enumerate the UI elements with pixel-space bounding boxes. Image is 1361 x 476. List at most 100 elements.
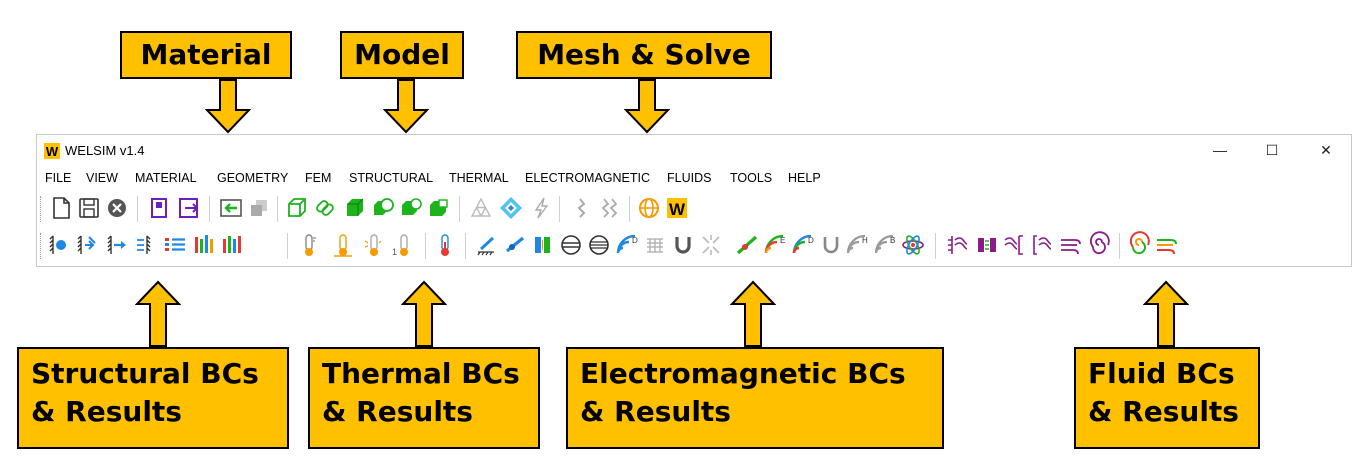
em-wave-d-icon[interactable]: D — [613, 231, 641, 259]
em-winding-icon[interactable] — [585, 231, 613, 259]
cube-circle-icon[interactable] — [369, 194, 397, 222]
minimize-button[interactable]: — — [1213, 142, 1227, 158]
pressure-icon[interactable] — [131, 231, 159, 259]
menu-structural[interactable]: STRUCTURAL — [349, 171, 434, 185]
svg-text:B: B — [890, 236, 895, 245]
toolbar-separator — [629, 196, 630, 222]
em-atom-icon[interactable] — [899, 231, 927, 259]
toolbar-grip[interactable] — [40, 233, 42, 259]
maximize-button[interactable]: ☐ — [1265, 141, 1279, 158]
thermometer-heat-flux-icon[interactable] — [329, 231, 357, 259]
em-field-result-icon[interactable] — [733, 231, 761, 259]
box-icon[interactable] — [283, 194, 311, 222]
import-geometry-icon[interactable] — [217, 194, 245, 222]
toolbar-grip[interactable] — [40, 196, 42, 222]
menu-geometry[interactable]: GEOMETRY — [217, 171, 289, 185]
em-capacitor-icon[interactable] — [529, 231, 557, 259]
callout-material-label: Material — [140, 38, 272, 71]
callout-fluid-line2: & Results — [1088, 395, 1239, 428]
menu-electromagnetic[interactable]: ELECTROMAGNETIC — [525, 171, 651, 185]
arrow-down-mesh — [624, 79, 670, 134]
force-icon[interactable] — [103, 231, 131, 259]
svg-text:E: E — [780, 236, 785, 245]
callout-mesh-solve-label: Mesh & Solve — [537, 38, 751, 71]
em-magnet-result-icon[interactable] — [817, 231, 845, 259]
solve-diamond-icon[interactable] — [497, 194, 525, 222]
thermometer-result-icon[interactable] — [431, 231, 459, 259]
menu-thermal[interactable]: THERMAL — [449, 171, 509, 185]
em-wave-d-result-icon[interactable]: D — [789, 231, 817, 259]
displacement-icon[interactable] — [73, 231, 101, 259]
em-wave-e-icon[interactable]: E — [761, 231, 789, 259]
fluid-wall-icon[interactable] — [973, 231, 1001, 259]
toolbar-separator — [935, 233, 936, 259]
globe-icon[interactable] — [635, 194, 663, 222]
link-icon[interactable] — [311, 194, 339, 222]
new-file-icon[interactable] — [47, 194, 75, 222]
result-list-icon[interactable] — [161, 231, 189, 259]
export-icon[interactable] — [175, 194, 203, 222]
svg-text:W: W — [669, 200, 686, 219]
callout-thermal-line2: & Results — [322, 395, 473, 428]
toolbar-separator — [459, 196, 460, 222]
title-bar: W WELSIM v1.4 — ☐ ✕ — [37, 135, 1351, 165]
thermometer-convection-icon[interactable] — [359, 231, 387, 259]
arrow-up-thermal — [401, 280, 447, 347]
fluid-vortex-icon[interactable] — [1085, 231, 1113, 259]
menu-fem[interactable]: FEM — [305, 171, 332, 185]
copy-geometry-icon[interactable] — [245, 194, 273, 222]
em-potential-icon[interactable] — [501, 231, 529, 259]
menu-view[interactable]: VIEW — [86, 171, 118, 185]
welsim-logo-icon[interactable]: W — [663, 194, 691, 222]
fluid-outlet-icon[interactable] — [1001, 231, 1029, 259]
fluid-vortex-result-icon[interactable] — [1125, 231, 1153, 259]
cube-fill-icon[interactable] — [425, 194, 453, 222]
physics-toolbar: 1 D E D H B — [37, 227, 1351, 263]
fluid-inlet-icon[interactable] — [943, 231, 971, 259]
em-magnet-icon[interactable] — [669, 231, 697, 259]
callout-electromagnetic: Electromagnetic BCs & Results — [566, 347, 944, 449]
toolbar-separator — [465, 233, 466, 259]
close-circle-icon[interactable] — [103, 194, 131, 222]
fluid-symmetry-icon[interactable] — [1029, 231, 1057, 259]
app-logo-icon: W — [44, 143, 60, 159]
toolbar-separator — [137, 196, 138, 222]
callout-fluid: Fluid BCs & Results — [1074, 347, 1260, 449]
callout-thermal-line1: Thermal BCs — [322, 357, 520, 390]
thermometer-radiation-icon[interactable]: 1 — [389, 231, 417, 259]
menu-material[interactable]: MATERIAL — [135, 171, 197, 185]
callout-material: Material — [120, 31, 292, 79]
em-ground-icon[interactable] — [473, 231, 501, 259]
fluid-stream-result-icon[interactable] — [1153, 231, 1181, 259]
em-spark-icon[interactable] — [697, 231, 725, 259]
material-book-icon[interactable] — [145, 194, 173, 222]
arrow-up-fluid — [1143, 280, 1189, 347]
menu-file[interactable]: FILE — [45, 171, 72, 185]
thermometer-temperature-icon[interactable] — [295, 231, 323, 259]
save-icon[interactable] — [75, 194, 103, 222]
em-wave-b-icon[interactable]: B — [871, 231, 899, 259]
main-toolbar: W — [37, 190, 1351, 226]
callout-model-label: Model — [354, 38, 450, 71]
em-wave-h-icon[interactable]: H — [843, 231, 871, 259]
fixed-support-icon[interactable] — [45, 231, 73, 259]
callout-structural: Structural BCs & Results — [17, 347, 289, 449]
em-coil-icon[interactable] — [557, 231, 585, 259]
menu-help[interactable]: HELP — [788, 171, 821, 185]
cube-cut-icon[interactable] — [397, 194, 425, 222]
callout-structural-line1: Structural BCs — [31, 357, 259, 390]
em-heater-icon[interactable] — [641, 231, 669, 259]
svg-text:H: H — [862, 236, 868, 245]
bolt-icon[interactable] — [567, 194, 595, 222]
fluid-stream-icon[interactable] — [1057, 231, 1085, 259]
close-button[interactable]: ✕ — [1320, 141, 1332, 158]
double-bolt-icon[interactable] — [595, 194, 623, 222]
menu-tools[interactable]: TOOLS — [730, 171, 773, 185]
svg-text:D: D — [808, 236, 814, 245]
mesh-icon[interactable] — [467, 194, 495, 222]
lightning-icon[interactable] — [527, 194, 555, 222]
menu-fluids[interactable]: FLUIDS — [667, 171, 712, 185]
result-bars-alt-icon[interactable] — [219, 231, 247, 259]
result-bars-icon[interactable] — [191, 231, 219, 259]
cube-green-icon[interactable] — [341, 194, 369, 222]
